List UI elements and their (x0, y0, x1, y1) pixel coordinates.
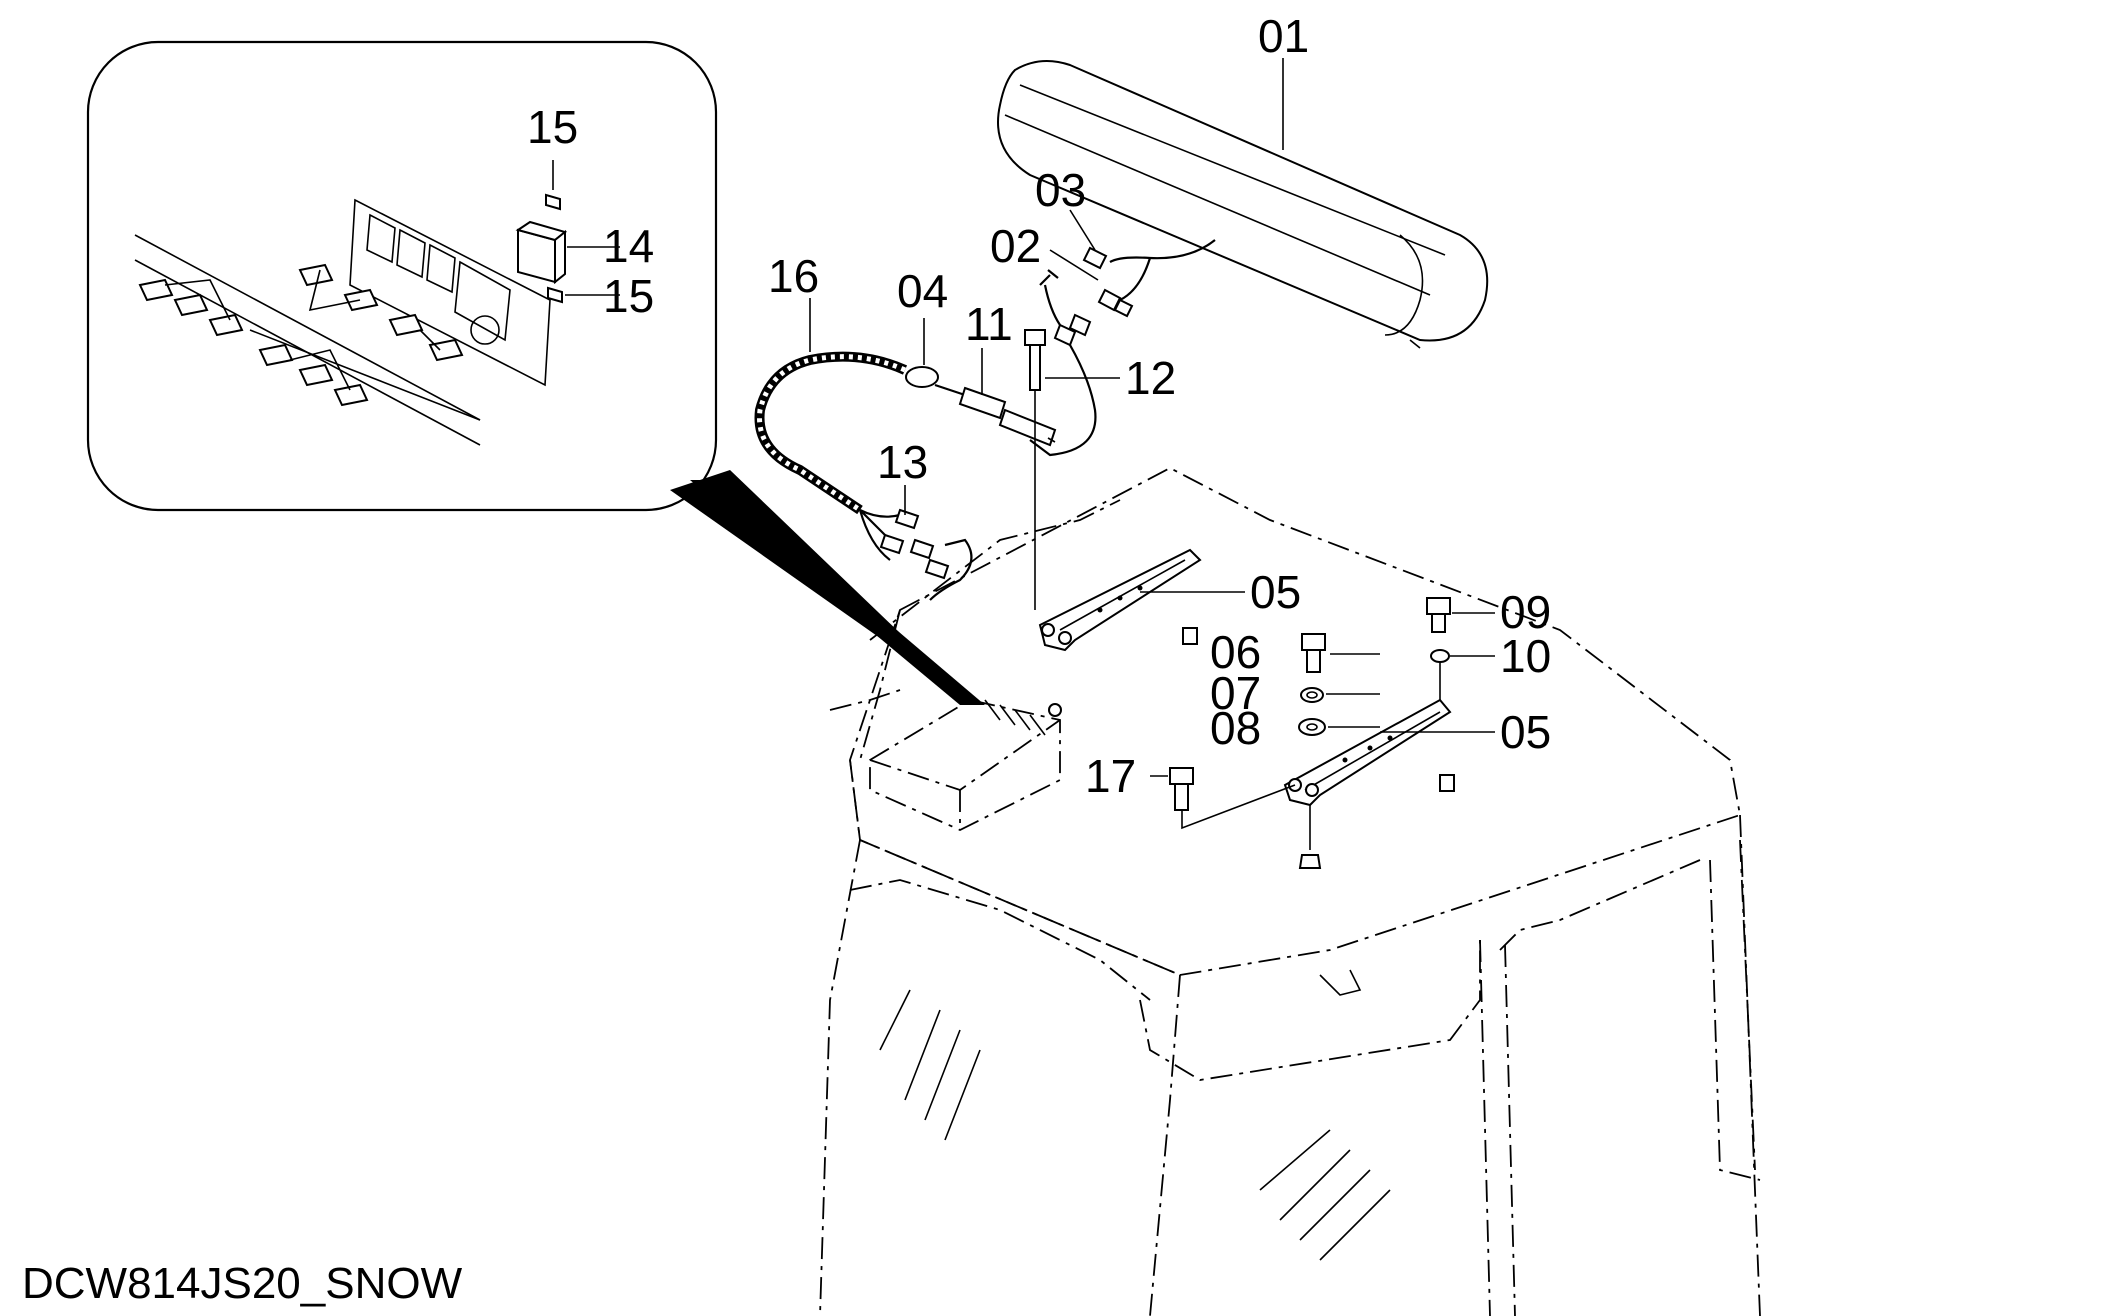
fastener-17 (1169, 767, 1296, 830)
callout-15b: 15 (603, 270, 654, 322)
cab-outline (819, 466, 1761, 1316)
work-light (997, 60, 1489, 349)
callout-13: 13 (877, 436, 928, 488)
fastener-09 (1426, 597, 1451, 633)
callout-11: 11 (965, 298, 1013, 350)
callout-06: 06 (1210, 626, 1261, 678)
callout-16: 16 (768, 250, 819, 302)
fastener-07 (1300, 687, 1324, 703)
fastener-10 (1430, 649, 1450, 700)
light-harness (1029, 239, 1216, 457)
detail-callout-box (86, 40, 718, 512)
drawing-code: DCW814JS20_SNOW (22, 1259, 463, 1308)
bracket-upper (1038, 548, 1202, 652)
callout-02: 02 (990, 220, 1041, 272)
fastener-08 (1298, 718, 1326, 736)
leader-lines (552, 58, 1495, 777)
callout-15a: 15 (527, 101, 578, 153)
callout-07: 07 (1210, 667, 1261, 719)
callout-14: 14 (603, 220, 654, 272)
controller-box-location (869, 699, 1062, 831)
callout-04: 04 (897, 265, 948, 317)
fastener-06 (1301, 633, 1326, 673)
callout-03: 03 (1035, 164, 1086, 216)
callout-01: 01 (1258, 10, 1309, 62)
callout-09: 09 (1500, 586, 1551, 638)
callout-05a: 05 (1250, 566, 1301, 618)
callout-labels: 01 02 03 04 05 05 06 07 08 09 10 11 12 1… (527, 10, 1551, 802)
callout-05b: 05 (1500, 706, 1551, 758)
callout-12: 12 (1125, 352, 1176, 404)
callout-10: 10 (1500, 630, 1551, 682)
callout-17: 17 (1085, 750, 1136, 802)
harness-assembly (754, 329, 1057, 610)
callout-08: 08 (1210, 702, 1261, 754)
